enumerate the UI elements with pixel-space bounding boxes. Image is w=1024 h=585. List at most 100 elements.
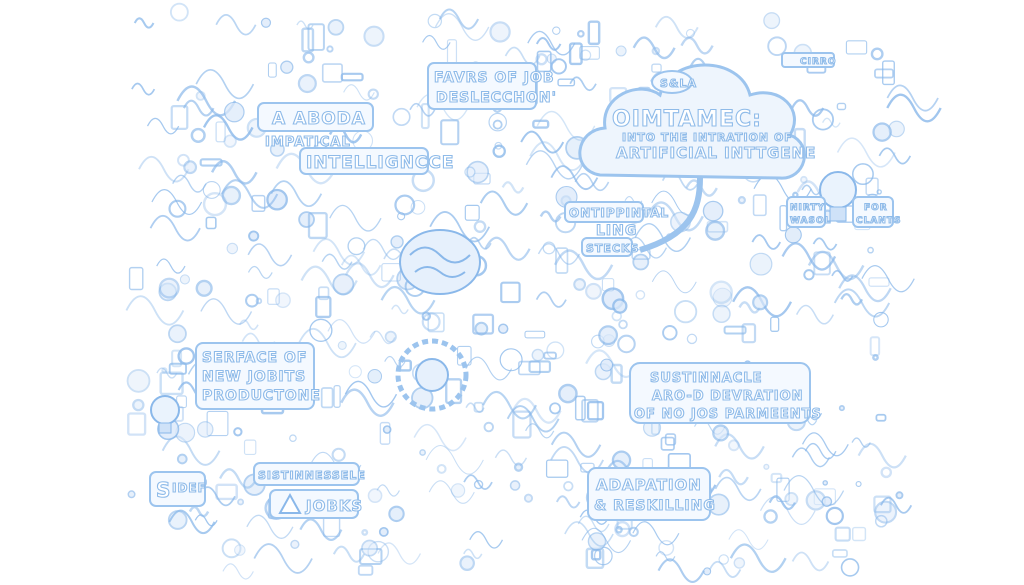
doodle-block (873, 495, 892, 514)
doodle-swirl (714, 476, 762, 502)
doodle-circle (421, 312, 441, 332)
doodle-swirl (768, 495, 796, 511)
doodle-circle (183, 160, 198, 175)
doodle-swirl (632, 521, 680, 546)
doodle-swirl (465, 402, 485, 413)
doodle-block (318, 286, 330, 301)
doodle-swirl (238, 319, 259, 331)
doodle-swirl (581, 527, 632, 554)
doodle-swirl (569, 76, 597, 92)
label-text: OIMTAMEC: (612, 107, 762, 132)
doodle-circle (260, 17, 272, 28)
doodle-circle (749, 252, 773, 276)
doodle-swirl (146, 117, 180, 135)
doodle-swirl (133, 17, 155, 29)
doodle-swirl (857, 442, 907, 469)
doodle-circle (347, 237, 366, 256)
doodle-circle (709, 280, 733, 305)
doodle-swirl (525, 150, 584, 180)
doodle-circle (509, 480, 521, 491)
doodle-circle (763, 12, 781, 30)
doodle-swirl (125, 295, 185, 326)
doodle-circle (895, 491, 904, 500)
doodle-circle (233, 427, 243, 437)
cloud-shape (578, 63, 806, 253)
doodle-circle (410, 199, 426, 215)
doodle-block (543, 351, 557, 360)
doodle-block (555, 247, 569, 274)
doodle-circle (628, 526, 639, 538)
doodle-circle (855, 480, 862, 488)
doodle-swirl (655, 551, 676, 562)
doodle-block (464, 204, 480, 221)
doodle-swirl (851, 437, 871, 448)
doodle-circle (705, 220, 726, 241)
doodle-circle (255, 297, 263, 305)
doodle-circle (394, 194, 416, 216)
doodle-swirl (270, 180, 323, 208)
doodle-circle (237, 498, 245, 506)
doodle-swirl (434, 12, 490, 41)
doodle-circle (234, 544, 246, 556)
doodle-circle (702, 200, 724, 222)
doodle-block (865, 177, 879, 196)
doodle-block (660, 436, 675, 451)
doodle-swirl (728, 529, 769, 550)
label-bulb-notes: NIRTY WASOL FOR CLANTS (786, 196, 901, 228)
label-text: S&LA (660, 77, 697, 90)
doodle-block (586, 401, 605, 421)
doodle-circle (873, 311, 889, 328)
label-text: FAVRS OF JOB (434, 70, 555, 86)
doodle-block (473, 401, 484, 413)
doodle-circle (202, 181, 221, 199)
doodle-block (869, 336, 881, 357)
doodle-swirl (329, 204, 382, 232)
doodle-circle (614, 520, 631, 538)
doodle-swirl (527, 30, 576, 56)
doodle-swirl (376, 484, 400, 497)
doodle-swirl (253, 543, 313, 574)
label-text: OF NO JOS PARMEENTS (634, 407, 822, 422)
doodle-swirl (484, 236, 531, 261)
doodle-swirl (299, 518, 343, 541)
doodle-circle (822, 480, 828, 486)
doodle-swirl (422, 34, 451, 50)
doodle-circle (223, 134, 237, 148)
label-idef: S IDEF (149, 471, 206, 507)
doodle-circle (169, 2, 189, 22)
doodle-circle (450, 483, 466, 498)
doodle-circle (348, 365, 362, 379)
doodle-circle (337, 340, 347, 350)
doodle-circle (367, 368, 383, 384)
doodle-circle (712, 424, 730, 442)
doodle-swirl (795, 304, 834, 325)
doodle-circle (803, 269, 815, 281)
doodle-circle (245, 293, 259, 308)
doodle-circle (331, 447, 346, 462)
doodle-swirl (878, 147, 912, 165)
doodle-circle (473, 479, 484, 490)
doodle-block (723, 325, 747, 335)
doodle-swirl (651, 270, 697, 294)
doodle-circle (361, 539, 379, 557)
doodle-swirl (501, 181, 525, 194)
label-text: CIRRO (800, 57, 836, 67)
doodle-circle (598, 325, 618, 346)
doodle-block (205, 216, 217, 230)
label-text: SISTINNESSELE (258, 469, 366, 482)
label-text: STECKS (586, 242, 639, 255)
doodle-circle (727, 439, 740, 452)
doodle-circle (685, 28, 695, 38)
doodle-swirl (511, 397, 562, 424)
doodle-swirl (195, 69, 255, 100)
doodle-circle (615, 45, 627, 57)
doodle-circle (550, 58, 567, 75)
doodle-circle (168, 199, 187, 218)
doodle-swirl (751, 234, 782, 250)
doodle-swirl (759, 496, 816, 526)
doodle-circle (558, 383, 578, 404)
doodle-circle (872, 354, 879, 361)
doodle-circle (635, 289, 646, 300)
doodle-block (610, 363, 623, 384)
doodle-block (813, 251, 831, 276)
